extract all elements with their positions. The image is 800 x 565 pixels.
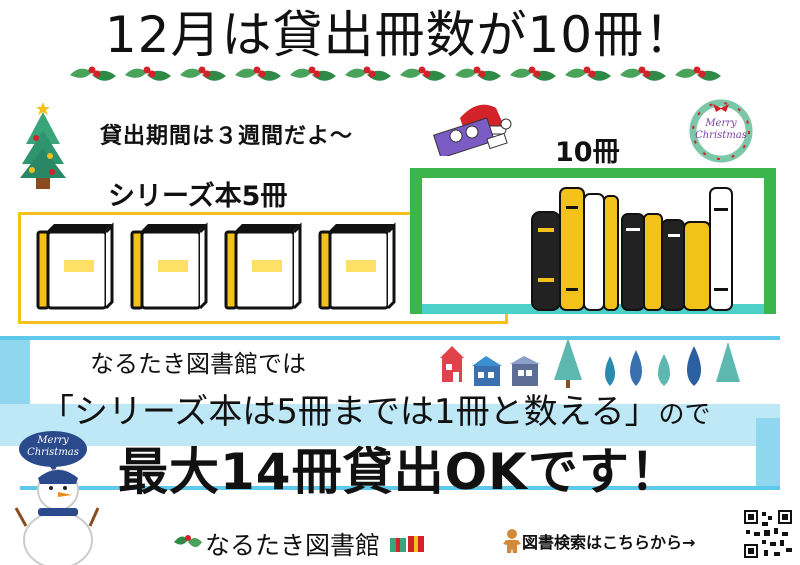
wreath-text-line2: Christmas	[695, 130, 747, 141]
max-loan-text: 最大14冊貸出OKです！	[118, 443, 681, 501]
loan-period-text: 貸出期間は３週間だよ～	[100, 124, 354, 149]
message-band-frame	[0, 336, 780, 490]
holly-garland	[70, 66, 721, 81]
series-book-1	[36, 222, 114, 310]
christmas-wreath: Merry Christmas	[686, 94, 756, 164]
christmas-tree-icon	[20, 102, 66, 189]
rule-series-suffix: ので	[658, 400, 711, 430]
rule-intro-text: なるたき図書館では	[90, 350, 306, 378]
qr-code-icon[interactable]	[742, 508, 794, 560]
speech-bubble-icon	[19, 431, 87, 472]
gingerbread-icon	[503, 529, 521, 553]
holly-icon	[174, 535, 202, 547]
ten-books-label: 10冊	[555, 137, 620, 168]
snowman-icon	[14, 469, 100, 565]
series-books-label: シリーズ本5冊	[108, 181, 288, 212]
bubble-text-line2: Christmas	[27, 447, 79, 458]
bookshelf-illustration	[410, 168, 776, 314]
wreath-text-line1: Merry	[705, 118, 737, 129]
wreath-icon	[689, 99, 753, 163]
series-book-4	[318, 222, 396, 310]
book-search-link[interactable]: 図書検索はこちらから→	[522, 533, 696, 552]
gift-icon	[390, 536, 424, 552]
series-book-3	[224, 222, 302, 310]
rule-series-main: 「シリーズ本は5冊までは1冊と数える」	[40, 392, 659, 432]
bubble-text-line1: Merry	[37, 435, 69, 446]
santa-pencil-character-icon	[433, 104, 512, 156]
library-name: なるたき図書館	[205, 531, 381, 560]
merry-christmas-bubble: Merry Christmas	[18, 430, 88, 472]
series-book-2	[130, 222, 208, 310]
page-title: 12月は貸出冊数が10冊！	[104, 6, 696, 64]
rule-series-text: 「シリーズ本は5冊までは1冊と数える」ので	[40, 384, 711, 433]
winter-town-decoration	[440, 338, 740, 388]
